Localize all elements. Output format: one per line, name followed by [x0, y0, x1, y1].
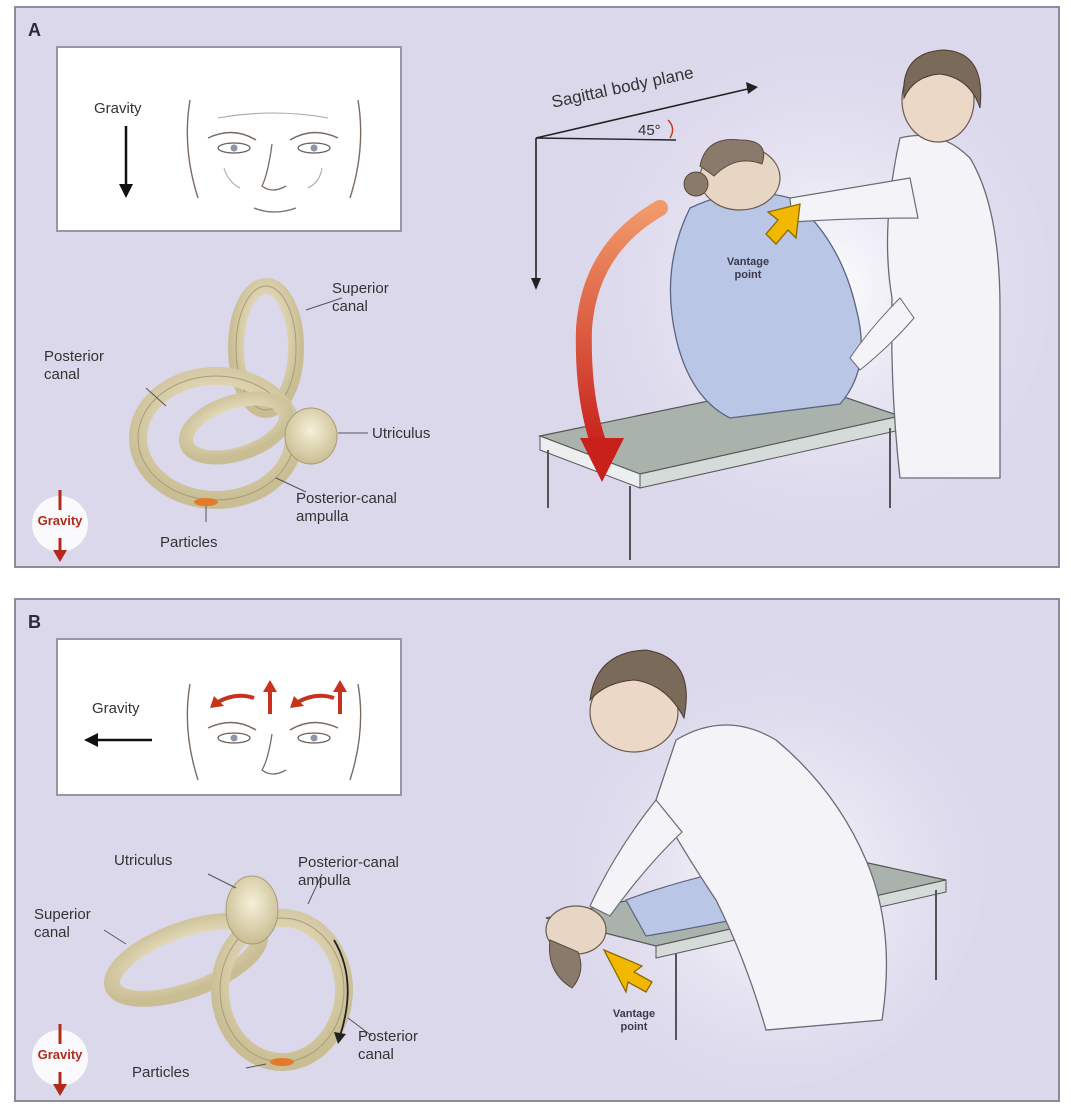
- gravity-label: Gravity: [94, 100, 142, 117]
- labyrinth-diagram: [129, 278, 368, 522]
- posterior-canal-ampulla-label: Posterior-canal ampulla: [296, 490, 397, 525]
- angle-label: 45°: [638, 122, 661, 139]
- dix-hallpike-supine-scene: [526, 630, 986, 1090]
- dix-hallpike-sitting-scene: [531, 28, 1050, 560]
- superior-canal-label: Superior canal: [332, 280, 389, 315]
- vantage-point-label: Vantage point: [612, 1008, 656, 1033]
- face-illustration: [84, 680, 362, 781]
- gravity-badge-label: Gravity: [37, 513, 83, 528]
- posterior-canal-label: Posterior canal: [44, 348, 105, 383]
- labyrinth-diagram: [103, 873, 373, 1071]
- gravity-badge-icon: [32, 490, 88, 562]
- particles-label: Particles: [160, 534, 218, 551]
- particles-label: Particles: [132, 1064, 190, 1081]
- panel-b: B Gravity: [14, 598, 1060, 1102]
- panel-letter: B: [28, 612, 41, 632]
- vantage-point-label: Vantage point: [726, 256, 770, 281]
- gravity-badge-label: Gravity: [37, 1047, 83, 1062]
- panel-letter: A: [28, 20, 41, 40]
- face-illustration: [119, 99, 362, 213]
- face-inset: Gravity: [56, 638, 402, 796]
- posterior-canal-label: Posterior canal: [358, 1028, 419, 1063]
- panel-a: A Gravity: [14, 6, 1060, 568]
- utriculus-label: Utriculus: [372, 425, 431, 442]
- gravity-badge-icon: [32, 1024, 88, 1096]
- gravity-label: Gravity: [92, 700, 140, 717]
- face-inset: Gravity: [56, 46, 402, 232]
- superior-canal-label: Superior canal: [34, 906, 91, 941]
- utriculus-label: Utriculus: [114, 852, 173, 869]
- posterior-canal-ampulla-label: Posterior-canal ampulla: [298, 854, 399, 889]
